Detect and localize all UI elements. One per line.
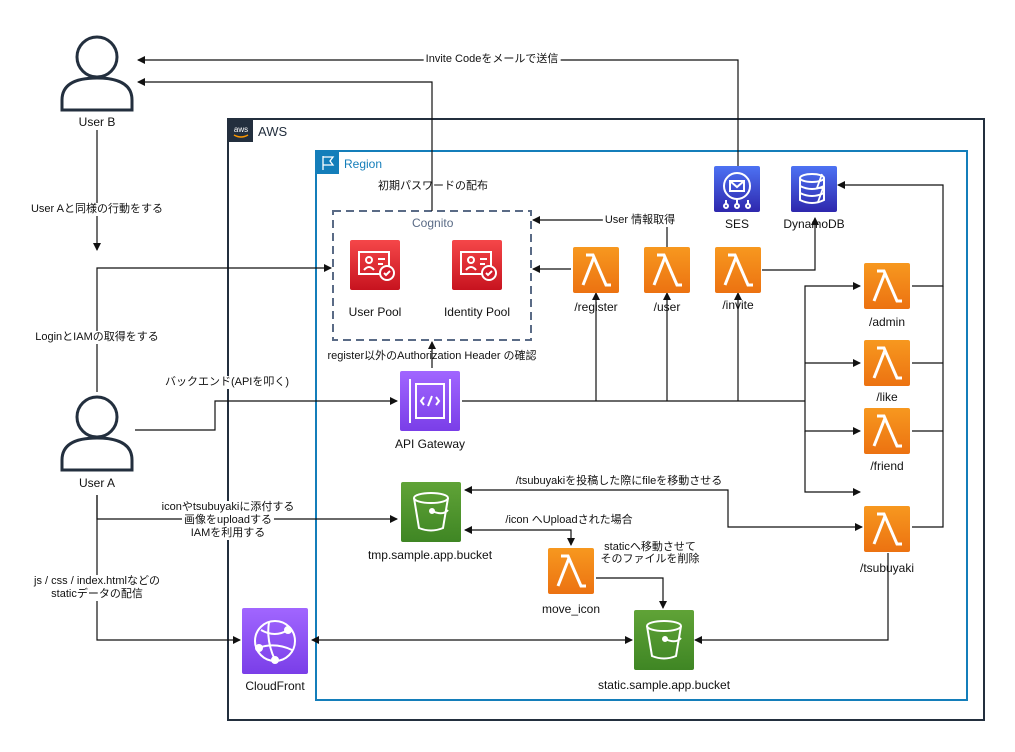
svg-text:aws: aws (234, 125, 248, 134)
move-icon-lambda-label: move_icon (541, 602, 601, 616)
edge-label-initial-password: 初期パスワードの配布 (378, 180, 488, 192)
user-pool-icon (350, 240, 400, 290)
aws-group-title: AWS (258, 124, 288, 139)
like-lambda-label: /like (876, 390, 898, 404)
edge-label-tsubuyaki-move: /tsubuyakiを投稿した際にfileを移動させる (513, 475, 725, 488)
cloudfront-icon (242, 608, 308, 674)
edge-label-icon-upload-3: IAMを利用する (188, 527, 268, 540)
region-flag-icon (317, 152, 339, 174)
ses-label: SES (724, 217, 750, 231)
move-icon-lambda-icon (548, 548, 594, 594)
edge-label-backend: バックエンド(APIを叩く) (162, 376, 292, 389)
user-pool-label: User Pool (348, 305, 402, 319)
edge-icon-uploaded (464, 526, 575, 546)
like-lambda-icon (864, 340, 910, 386)
edge-label-move-delete-1: staticへ移動させて (604, 541, 696, 553)
edge-label-static-2: staticデータの配信 (49, 588, 145, 601)
region-group-title: Region (344, 157, 383, 171)
dynamodb-label: DynamoDB (783, 217, 845, 231)
dynamodb-icon (791, 166, 837, 212)
register-lambda-icon (573, 247, 619, 293)
aws-logo-icon (229, 120, 253, 142)
edge-initial-password (137, 78, 433, 211)
edge-label-icon-uploaded: /icon へUploadされた場合 (503, 514, 635, 527)
edge-label-invite-mail: Invite Codeをメールで送信 (423, 53, 561, 66)
api-gateway-icon (400, 371, 460, 431)
invite-lambda-icon (715, 247, 761, 293)
user-a-label: User A (78, 476, 116, 490)
edge-label-same-action: User Aと同様の行動をする (28, 203, 166, 216)
identity-pool-icon (452, 240, 502, 290)
user-a-icon (60, 395, 134, 472)
edge-label-move-delete-2: そのファイルを削除 (600, 553, 700, 565)
edge-tsubuyaki-move (464, 486, 863, 531)
region-border (315, 150, 968, 701)
admin-lambda-label: /admin (868, 315, 906, 329)
edge-label-icon-upload-1: iconやtsubuyakiに添付する (159, 501, 297, 514)
tsubuyaki-lambda-label: /tsubuyaki (859, 561, 915, 575)
user-b-label: User B (78, 115, 116, 129)
static-bucket-icon (634, 610, 694, 670)
tmp-bucket-label: tmp.sample.app.bucket (367, 548, 493, 562)
edge-label-icon-upload-2: 画像をuploadする (181, 514, 275, 527)
edge-invite-mail (137, 56, 739, 166)
edge-label-login-iam: LoginとIAMの取得をする (33, 331, 161, 344)
ses-icon (714, 166, 760, 212)
user-lambda-label: /user (653, 300, 681, 314)
cloudfront-label: CloudFront (245, 679, 305, 693)
edge-label-user-info: User 情報取得 (602, 214, 678, 227)
identity-pool-label: Identity Pool (443, 305, 511, 319)
edge-label-static-1: js / css / index.htmlなどの (32, 575, 162, 588)
friend-lambda-icon (864, 408, 910, 454)
invite-lambda-label: /invite (722, 298, 754, 312)
user-b-icon (60, 35, 134, 112)
edge-backend (135, 397, 398, 431)
friend-lambda-label: /friend (870, 459, 904, 473)
edge-label-auth-header: register以外のAuthorization Header の確認 (327, 350, 537, 362)
admin-lambda-icon (864, 263, 910, 309)
static-bucket-label: static.sample.app.bucket (597, 678, 731, 692)
aws-cloud-border (227, 118, 985, 721)
edge-static-delivery (96, 495, 241, 644)
tmp-bucket-icon (401, 482, 461, 542)
user-lambda-icon (644, 247, 690, 293)
edge-login-iam (96, 264, 332, 392)
register-lambda-label: /register (574, 300, 618, 314)
cognito-group-title: Cognito (412, 216, 454, 230)
api-gateway-label: API Gateway (394, 437, 466, 451)
tsubuyaki-lambda-icon (864, 506, 910, 552)
edge-move-delete (596, 577, 667, 609)
